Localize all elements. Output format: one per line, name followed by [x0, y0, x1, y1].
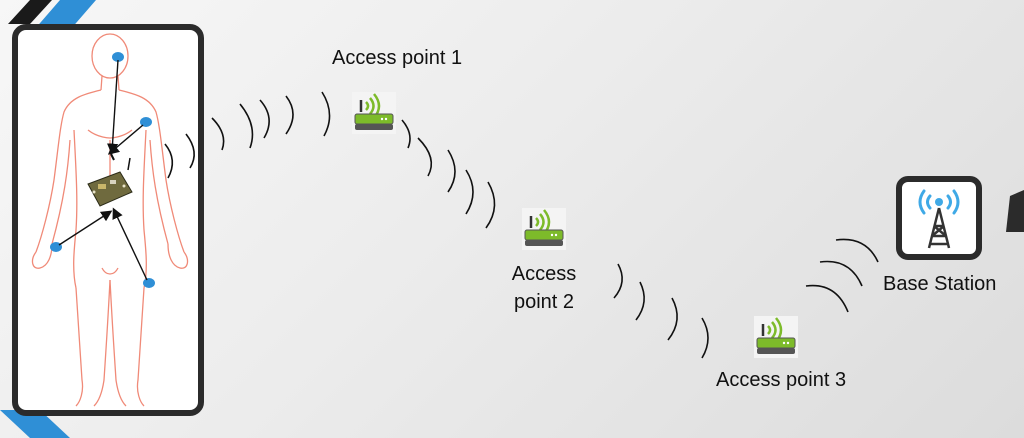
cell-tower-icon: [918, 189, 960, 249]
sensor-link-arrow: [106, 59, 119, 155]
access-point-1-label: Access point 1: [332, 47, 463, 69]
base-station-label: Base Station: [883, 273, 997, 295]
signal-wave-icon: [401, 119, 496, 229]
sensor-link-arrow: [112, 207, 148, 281]
wifi-router-icon: [352, 92, 396, 134]
offscreen-device-edge: [1006, 190, 1024, 232]
human-body-outline-icon: [31, 33, 189, 407]
sensor-node-icon: [112, 52, 124, 62]
sensor-link-arrow: [107, 124, 144, 155]
sensor-link-arrow: [58, 210, 113, 246]
access-point-3-label: Access point 3: [716, 369, 847, 391]
signal-wave-icon: [164, 91, 331, 179]
access-point-2-label-line2: point 2: [513, 291, 575, 313]
sensor-node-icon: [143, 278, 155, 288]
signal-wave-icon: [613, 263, 709, 359]
access-point-2-label-line1: Access: [511, 263, 577, 285]
wearable-hub-board-icon: [87, 157, 133, 207]
base-station-frame: [896, 176, 982, 260]
sensor-node-icon: [140, 117, 152, 127]
access-point-2-label: Access point 2: [504, 260, 584, 316]
wifi-router-icon: [522, 208, 566, 250]
wifi-router-icon: [754, 316, 798, 358]
decor-stripes: [0, 0, 96, 438]
signal-wave-icon: [805, 238, 879, 313]
